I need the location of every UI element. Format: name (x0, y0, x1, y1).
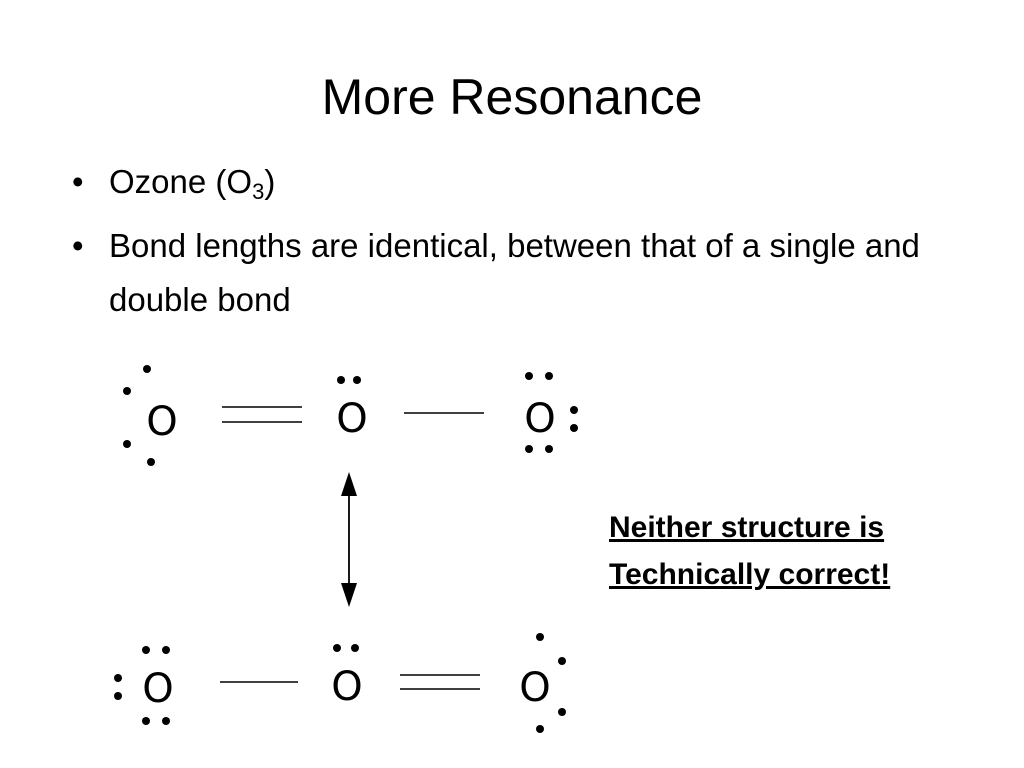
bullet-bond-lengths: • Bond lengths are identical, between th… (72, 219, 972, 327)
oxygen-atom-left: O (142, 666, 173, 712)
lone-pair-dots (114, 633, 566, 733)
bullet-text: Bond lengths are identical, between that… (109, 227, 920, 318)
bullet-ozone: • Ozone (O3) (72, 155, 972, 219)
oxygen-atom-right: O (524, 396, 555, 442)
bullet-text-start: Ozone (O (109, 163, 253, 200)
resonance-arrow (341, 472, 357, 607)
double-bond (222, 406, 302, 423)
double-bond (400, 674, 480, 690)
slide-title: More Resonance (321, 69, 703, 125)
note-line-1: Neither structure is (609, 511, 885, 544)
oxygen-atom-right: O (519, 665, 550, 711)
resonance-structure-1: O O O (123, 365, 578, 466)
bullet-text-end: ) (264, 163, 276, 200)
bullet-text: Ozone (O3) (109, 155, 972, 219)
bullet-marker: • (72, 227, 84, 264)
oxygen-atom-center: O (336, 396, 367, 442)
formula-subscript: 3 (252, 179, 265, 204)
oxygen-atom-left: O (146, 399, 177, 445)
note-line-2: Technically correct! (609, 558, 891, 591)
resonance-structure-2: O O O (114, 633, 566, 733)
bullet-marker: • (72, 163, 84, 200)
oxygen-atom-center: O (331, 664, 362, 710)
resonance-note: Neither structure is Technically correct… (609, 504, 890, 598)
lone-pair-dots (123, 365, 578, 466)
